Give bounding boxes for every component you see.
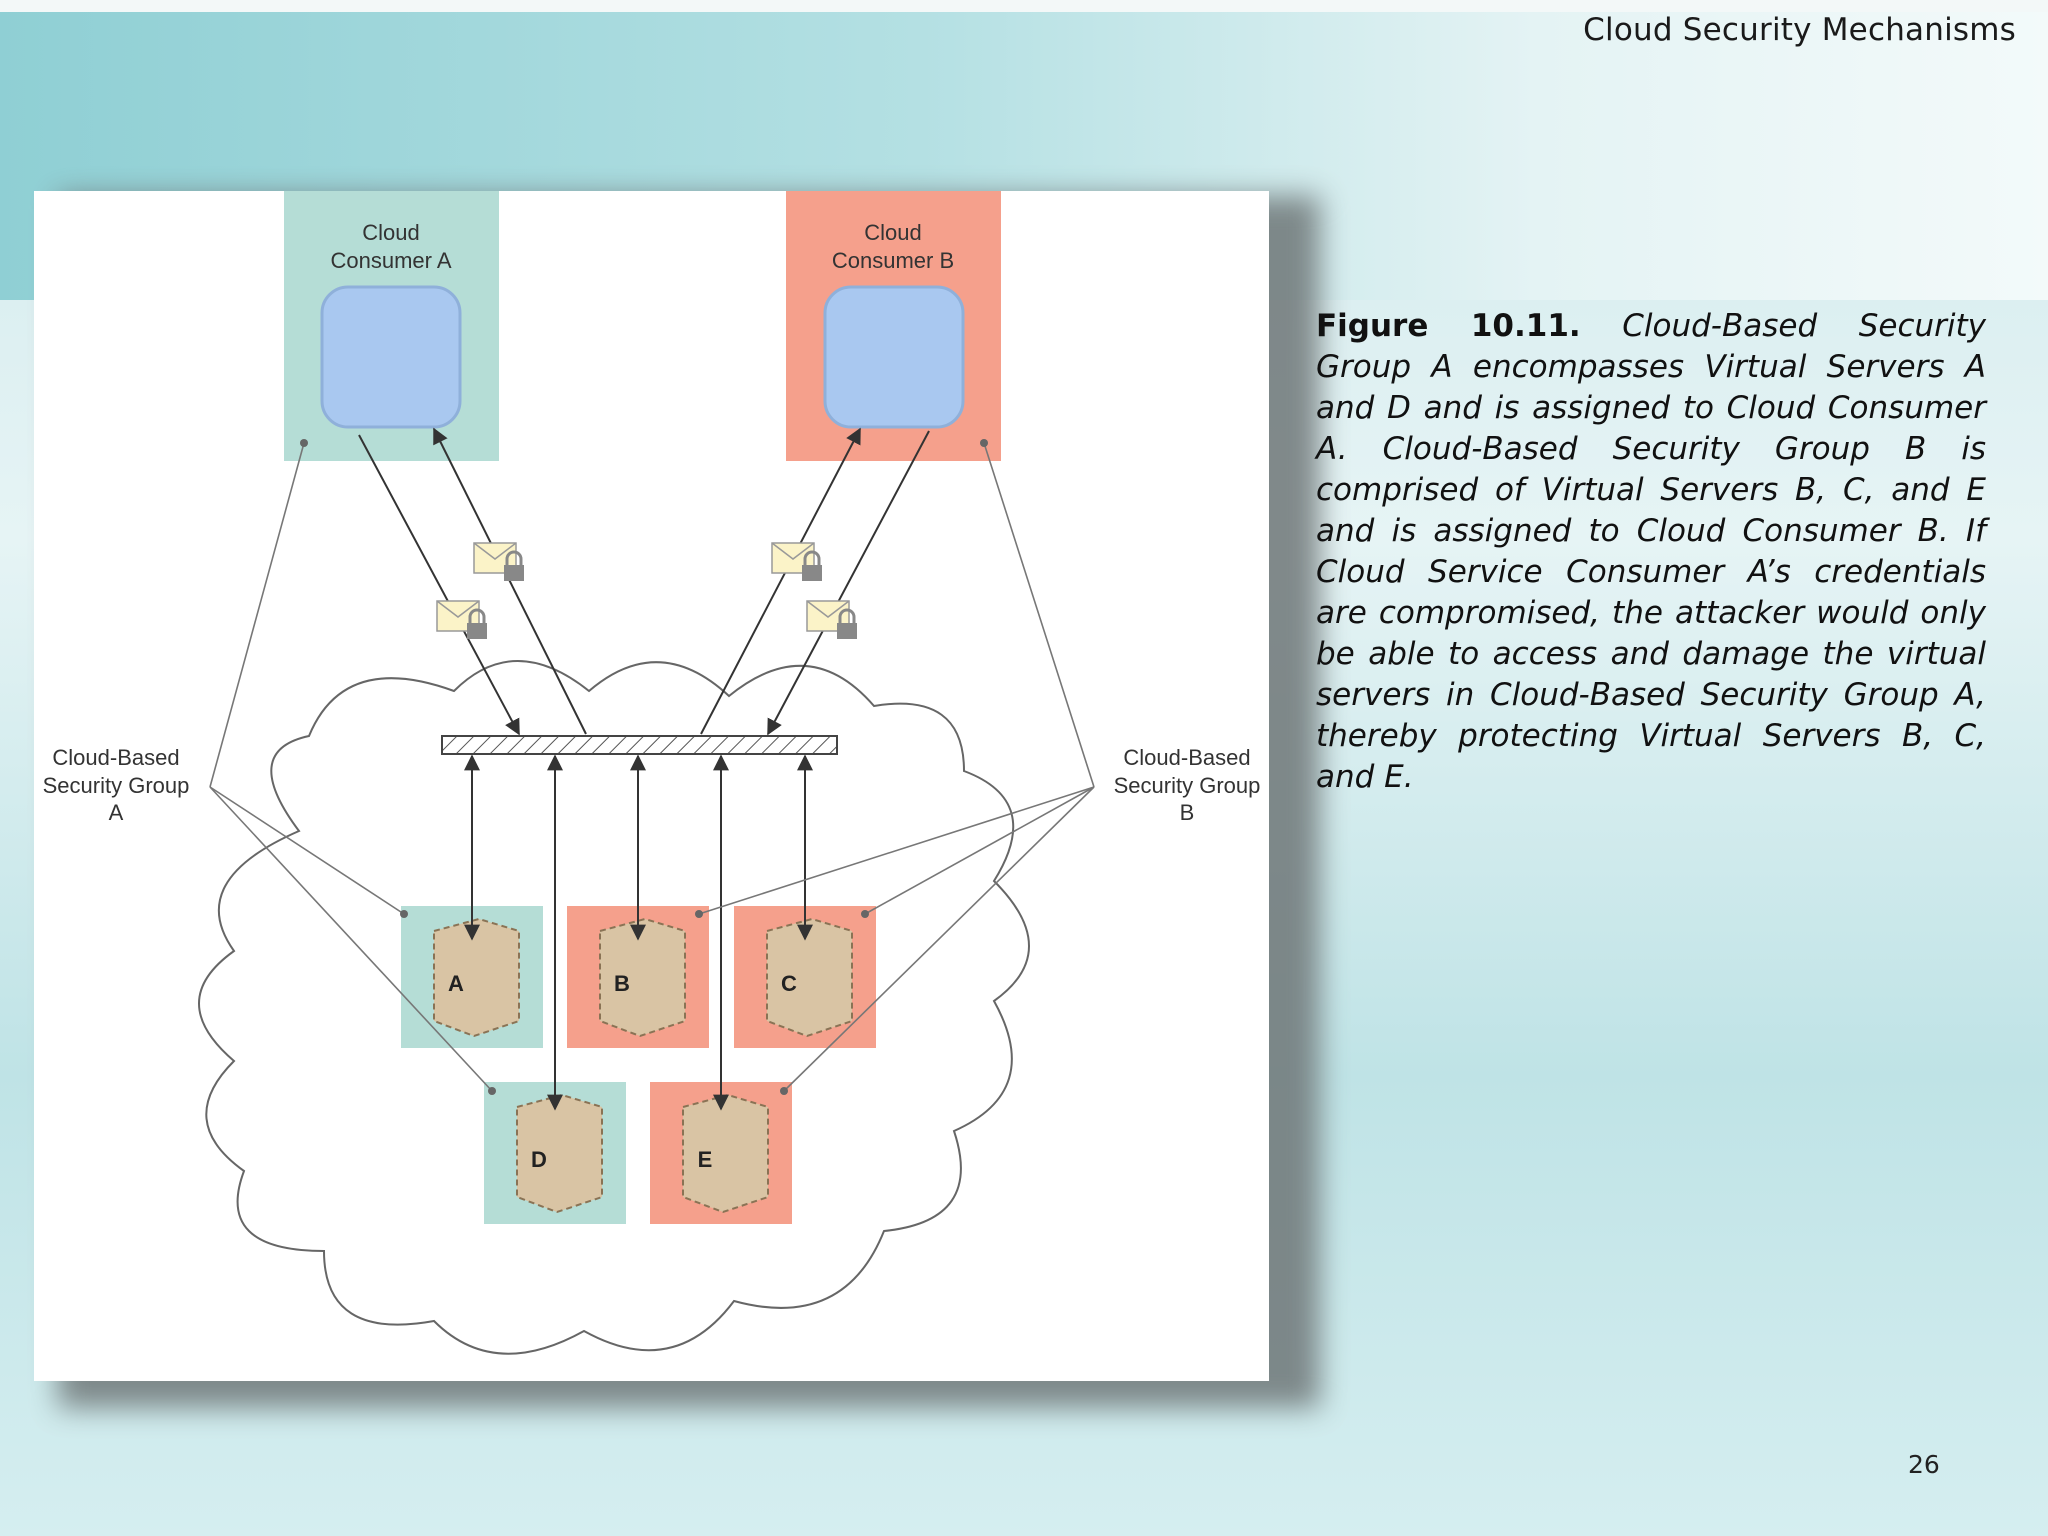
slide-header-title: Cloud Security Mechanisms: [1583, 12, 2016, 48]
virtual-server-b: B: [567, 906, 709, 1048]
svg-text:Security Group: Security Group: [43, 773, 190, 798]
network-gateway-bar: [441, 735, 838, 755]
svg-text:D: D: [531, 1147, 547, 1172]
top-strip: [0, 0, 2048, 12]
cloud-consumer-b: Cloud Consumer B: [786, 191, 1001, 461]
svg-text:B: B: [1180, 800, 1195, 825]
svg-text:Cloud-Based: Cloud-Based: [52, 745, 179, 770]
group-b-connectors: [698, 442, 1095, 1092]
security-group-diagram: Cloud Consumer A Cloud Consumer B: [43, 191, 1261, 1355]
cloud-consumer-a: Cloud Consumer A: [284, 191, 499, 461]
svg-text:Consumer A: Consumer A: [330, 248, 451, 273]
encrypted-message-icon: [436, 600, 487, 639]
consumer-a-screen-icon: [320, 285, 462, 429]
page-number: 26: [1908, 1450, 1940, 1479]
svg-text:E: E: [698, 1147, 713, 1172]
encrypted-message-icon: [473, 542, 524, 581]
svg-text:Consumer B: Consumer B: [832, 248, 954, 273]
security-group-b-label: Cloud-Based Security Group B: [1114, 745, 1261, 825]
figure-caption-text: Cloud-Based Security Group A encompasses…: [1316, 308, 1986, 795]
figure-label: Figure 10.11.: [1316, 308, 1581, 344]
virtual-server-e: E: [650, 1082, 792, 1224]
svg-text:Cloud: Cloud: [864, 220, 921, 245]
encrypted-message-icon: [806, 600, 857, 639]
figure-caption: Figure 10.11. Cloud-Based Security Group…: [1316, 306, 1986, 798]
encrypted-message-icon: [771, 542, 822, 581]
consumer-b-screen-icon: [823, 285, 965, 429]
svg-text:A: A: [448, 971, 464, 996]
group-a-connectors: [209, 442, 493, 1092]
figure-frame: Cloud Consumer A Cloud Consumer B: [34, 191, 1269, 1381]
security-group-a-label: Cloud-Based Security Group A: [43, 745, 190, 825]
svg-text:Security Group: Security Group: [1114, 773, 1261, 798]
svg-text:Cloud-Based: Cloud-Based: [1123, 745, 1250, 770]
svg-text:Cloud: Cloud: [362, 220, 419, 245]
svg-text:A: A: [109, 800, 124, 825]
svg-text:C: C: [781, 971, 797, 996]
svg-text:B: B: [614, 971, 630, 996]
